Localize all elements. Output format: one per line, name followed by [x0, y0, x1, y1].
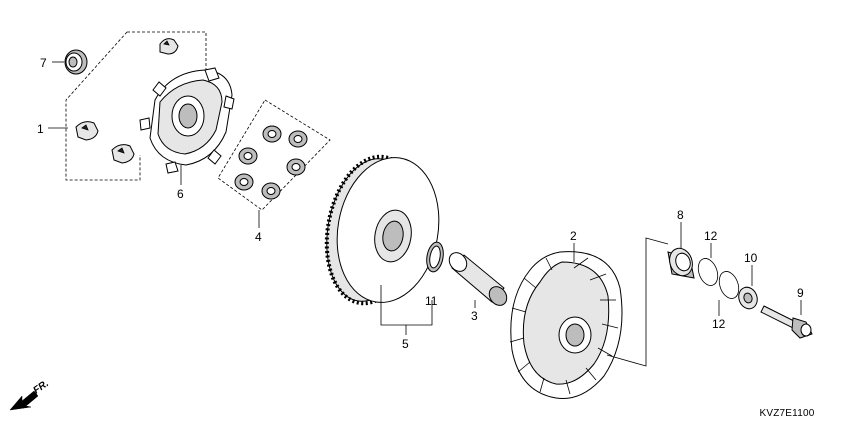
callout-3: 3 — [471, 309, 478, 323]
callout-12-a: 12 — [704, 229, 718, 243]
part-10-washer — [738, 286, 758, 310]
callout-8: 8 — [677, 208, 684, 222]
part-8-seal-collar — [667, 247, 695, 279]
part-6-ramp-plate — [139, 67, 235, 174]
slide-piece-left — [75, 121, 99, 141]
callout-7: 7 — [40, 56, 47, 70]
callout-11: 11 — [425, 294, 438, 308]
weight-roller-6 — [261, 182, 281, 200]
callout-5: 5 — [402, 337, 409, 351]
callout-1: 1 — [37, 122, 44, 136]
part-2-movable-drive-face — [509, 237, 669, 400]
diagram-code: KVZ7E1100 — [760, 408, 815, 419]
part-11-ring — [426, 241, 444, 273]
weight-roller-2 — [288, 130, 308, 148]
part-12-o-ring-a — [697, 258, 719, 286]
callout-6: 6 — [177, 187, 184, 201]
callout-10: 10 — [744, 251, 758, 265]
callout-9: 9 — [797, 286, 804, 300]
part-3-collar — [448, 252, 508, 306]
part-12-o-ring-b — [718, 271, 740, 299]
front-direction-arrow: FR. — [9, 378, 51, 411]
slide-piece-bottom — [111, 144, 135, 164]
callout-12-b: 12 — [712, 317, 726, 331]
callout-4: 4 — [255, 230, 262, 244]
slide-piece-top — [159, 38, 179, 55]
weight-roller-3 — [238, 147, 258, 165]
part-7-oil-seal — [64, 49, 88, 75]
part-9-flange-bolt — [760, 305, 813, 339]
leader-lines — [48, 61, 802, 335]
weight-roller-5 — [234, 173, 254, 191]
part-5-drive-face — [324, 154, 440, 306]
weight-roller-1 — [262, 125, 282, 143]
part-4-weight-roller-set — [217, 99, 331, 211]
part-1-slide-piece-group — [65, 31, 207, 181]
callout-2: 2 — [570, 229, 577, 243]
arrow-icon — [9, 390, 39, 411]
weight-roller-4 — [286, 158, 306, 176]
